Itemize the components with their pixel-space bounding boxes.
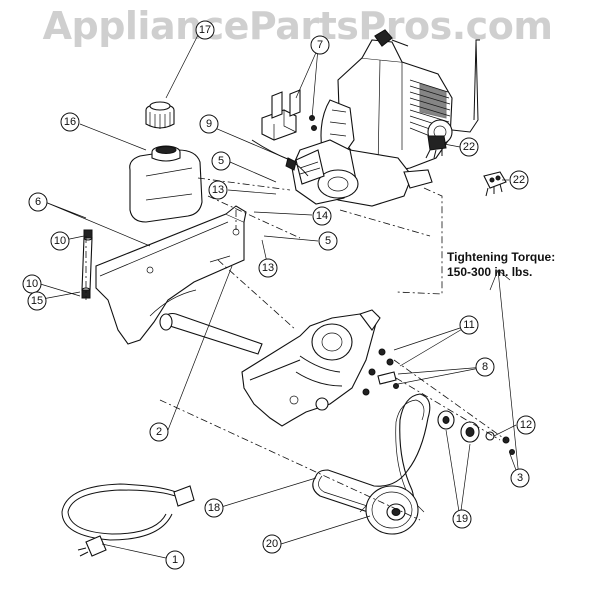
connector-9 [285,157,297,171]
torque-note-line1: Tightening Torque: [447,250,556,264]
callout-22-right: 22 [509,170,529,190]
plug-22-left [425,135,447,159]
bracket-7 [261,89,317,141]
callout-22-left: 22 [459,137,479,157]
svg-text:17: 17 [199,24,211,36]
callout-2: 2 [149,422,169,442]
svg-text:3: 3 [517,472,523,484]
callout-19: 19 [452,509,472,529]
callout-7: 7 [310,35,330,55]
fuel-tube [81,229,93,299]
svg-text:13: 13 [212,184,224,196]
callout-9: 9 [199,114,219,134]
fuel-tank-16 [129,145,203,223]
svg-text:9: 9 [206,118,212,130]
svg-text:13: 13 [262,262,274,274]
svg-text:7: 7 [317,39,323,51]
callout-20: 20 [262,534,282,554]
torque-note-line2: 150-300 in. lbs. [447,265,533,279]
callout-3: 3 [510,468,530,488]
pulley-20 [359,485,425,535]
svg-text:12: 12 [520,419,532,431]
callout-1: 1 [165,550,185,570]
right-frame-panel [241,309,381,427]
svg-text:10: 10 [26,278,38,290]
callout-6: 6 [28,192,48,212]
svg-text:19: 19 [456,513,468,525]
callout-10-upper: 10 [50,231,70,251]
callout-18: 18 [204,498,224,518]
callout-11: 11 [459,315,479,335]
callout-15: 15 [27,291,47,311]
svg-text:22: 22 [513,174,525,186]
callout-5-upper: 5 [211,151,231,171]
callout-12: 12 [516,415,536,435]
svg-text:16: 16 [64,116,76,128]
svg-text:10: 10 [54,235,66,247]
svg-text:2: 2 [156,426,162,438]
torque-note: Tightening Torque: 150-300 in. lbs. [447,250,555,280]
cylinder-fins [409,79,451,141]
svg-text:5: 5 [325,235,331,247]
svg-text:11: 11 [463,319,474,331]
svg-text:8: 8 [482,361,488,373]
svg-text:18: 18 [208,502,220,514]
svg-text:5: 5 [218,155,224,167]
fuel-cap-17 [145,101,175,129]
svg-text:6: 6 [35,196,41,208]
callout-14: 14 [312,206,332,226]
centerlines [85,177,507,521]
left-frame-panel [95,205,263,355]
engine-assembly [320,29,480,173]
svg-text:20: 20 [266,538,278,550]
plug-22-right [483,171,507,197]
svg-text:1: 1 [172,554,178,566]
callout-13-lower: 13 [258,258,278,278]
callout-10-lower: 10 [22,274,42,294]
svg-text:14: 14 [316,210,328,222]
leader-lines [36,34,520,561]
callout-13-upper: 13 [208,180,228,200]
hardware-cluster [362,348,399,396]
callout-5-lower: 5 [318,231,338,251]
watermark: AppliancePartsPros.com [42,4,553,48]
callout-8: 8 [475,357,495,377]
pulley-parts-19 [437,410,515,455]
callout-17: 17 [195,20,215,40]
power-cord-1 [61,483,195,557]
svg-text:22: 22 [463,141,475,153]
crankcase [291,139,433,207]
svg-text:15: 15 [31,295,43,307]
callout-16: 16 [60,112,80,132]
